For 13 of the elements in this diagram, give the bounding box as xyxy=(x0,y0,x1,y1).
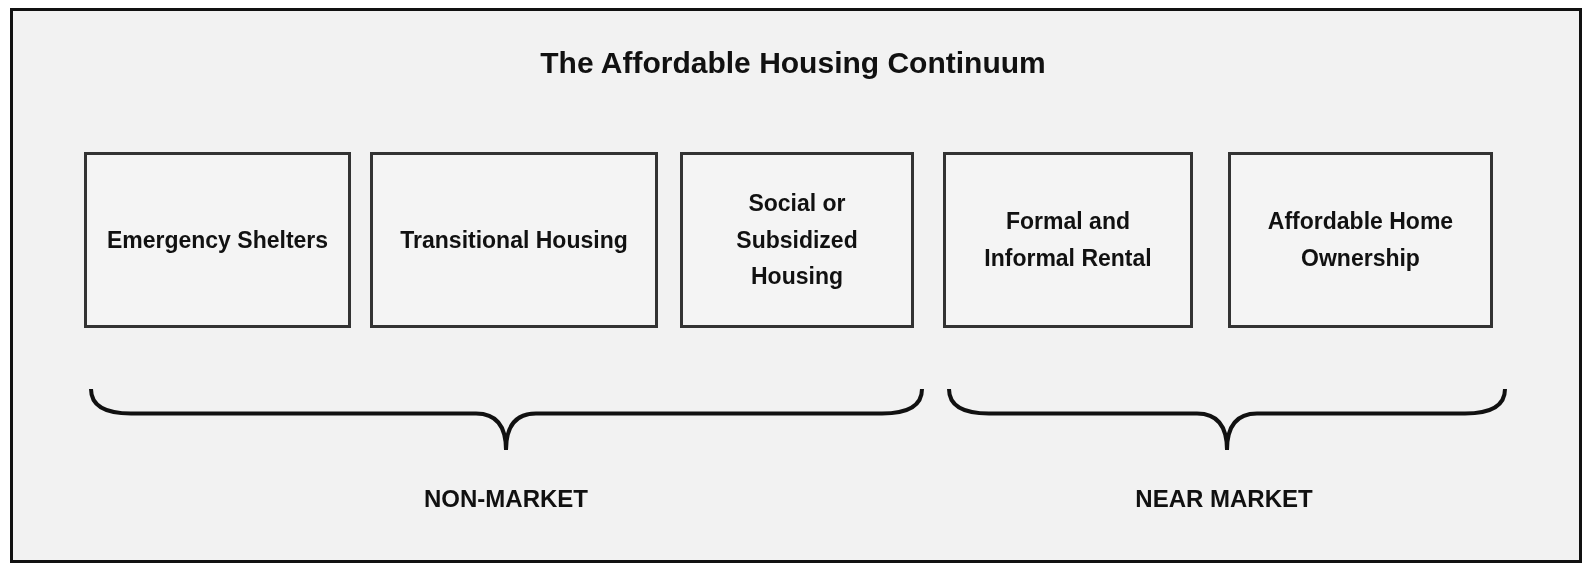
category-box xyxy=(370,152,658,328)
category-label: Emergency Shelters xyxy=(105,225,330,255)
category-label: Transitional Housing xyxy=(399,225,629,255)
group-label: NEAR MARKET xyxy=(1135,485,1313,513)
category-box xyxy=(84,152,351,328)
category-label: Affordable Home Ownership xyxy=(1266,207,1455,273)
category-box xyxy=(943,152,1193,328)
category-label: Formal and Informal Rental xyxy=(983,207,1153,273)
group-label: NON-MARKET xyxy=(424,485,588,513)
category-label: Social or Subsidized Housing xyxy=(735,188,859,292)
category-box xyxy=(1228,152,1493,328)
diagram-title: The Affordable Housing Continuum xyxy=(539,46,1047,80)
category-box xyxy=(680,152,914,328)
